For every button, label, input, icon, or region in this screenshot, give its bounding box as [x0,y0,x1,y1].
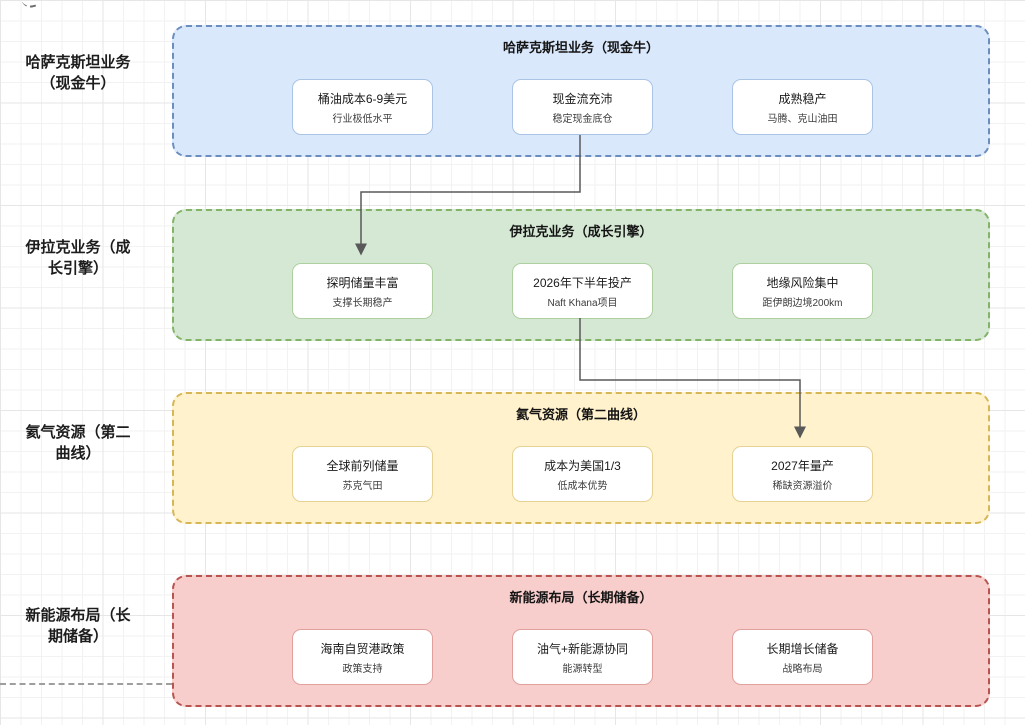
card-cash-flow[interactable]: 现金流充沛 稳定现金底仓 [512,79,653,135]
card-subtitle: 政策支持 [342,663,383,675]
card-title: 2026年下半年投产 [533,275,632,290]
group-title: 新能源布局（长期储备） [509,590,653,605]
dashed-edge-fragment [20,0,39,10]
card-mass-production[interactable]: 2027年量产 稀缺资源溢价 [732,446,873,502]
card-title: 油气+新能源协同 [536,641,628,656]
card-subtitle: 马腾、克山油田 [767,113,838,125]
card-subtitle: 战略布局 [782,663,823,675]
lane-label-helium[interactable]: 氦气资源（第二曲线） [25,424,131,462]
card-subtitle: 稀缺资源溢价 [772,480,833,492]
card-title: 成本为美国1/3 [544,458,621,473]
group-new-energy-reserve[interactable]: 新能源布局（长期储备） 海南自贸港政策 政策支持 油气+新能源协同 能源转型 长… [172,575,990,707]
card-hainan-policy[interactable]: 海南自贸港政策 政策支持 [292,629,433,685]
card-naft-khana[interactable]: 2026年下半年投产 Naft Khana项目 [512,263,653,319]
card-title: 长期增长储备 [766,641,839,656]
card-synergy[interactable]: 油气+新能源协同 能源转型 [512,629,653,685]
group-iraq-growth-engine[interactable]: 伊拉克业务（成长引擎） 探明储量丰富 支撑长期稳产 2026年下半年投产 Naf… [172,209,990,341]
lane-separator-dashed-line [0,683,172,685]
card-subtitle: Naft Khana项目 [547,297,618,309]
group-title: 伊拉克业务（成长引擎） [509,224,653,239]
card-title: 桶油成本6-9美元 [317,91,408,106]
card-subtitle: 行业极低水平 [332,113,393,125]
card-proven-reserves[interactable]: 探明储量丰富 支撑长期稳产 [292,263,433,319]
card-subtitle: 低成本优势 [557,480,608,492]
card-global-reserves[interactable]: 全球前列储量 苏克气田 [292,446,433,502]
group-helium-second-curve[interactable]: 氦气资源（第二曲线） 全球前列储量 苏克气田 成本为美国1/3 低成本优势 20… [172,392,990,524]
card-title: 成熟稳产 [778,91,827,106]
group-kazakhstan-cash-cow[interactable]: 哈萨克斯坦业务（现金牛） 桶油成本6-9美元 行业极低水平 现金流充沛 稳定现金… [172,25,990,157]
card-subtitle: 稳定现金底仓 [552,113,613,125]
card-title: 全球前列储量 [326,458,399,473]
card-title: 现金流充沛 [552,91,613,106]
card-cost-advantage[interactable]: 成本为美国1/3 低成本优势 [512,446,653,502]
group-title: 哈萨克斯坦业务（现金牛） [502,40,659,55]
card-title: 探明储量丰富 [326,275,399,290]
card-title: 海南自贸港政策 [320,641,405,656]
card-long-term-growth[interactable]: 长期增长储备 战略布局 [732,629,873,685]
card-title: 地缘风险集中 [766,275,839,290]
card-subtitle: 苏克气田 [342,480,383,492]
group-title: 氦气资源（第二曲线） [515,407,646,422]
card-subtitle: 距伊朗边境200km [762,297,843,309]
lane-label-iraq[interactable]: 伊拉克业务（成长引擎） [25,239,131,277]
card-subtitle: 能源转型 [562,663,603,675]
card-barrel-cost[interactable]: 桶油成本6-9美元 行业极低水平 [292,79,433,135]
card-title: 2027年量产 [771,458,834,473]
lane-label-new-energy[interactable]: 新能源布局（长期储备） [25,607,131,645]
lane-label-kazakhstan[interactable]: 哈萨克斯坦业务（现金牛） [25,54,131,92]
card-geopolitical-risk[interactable]: 地缘风险集中 距伊朗边境200km [732,263,873,319]
card-subtitle: 支撑长期稳产 [332,297,393,309]
card-mature-fields[interactable]: 成熟稳产 马腾、克山油田 [732,79,873,135]
